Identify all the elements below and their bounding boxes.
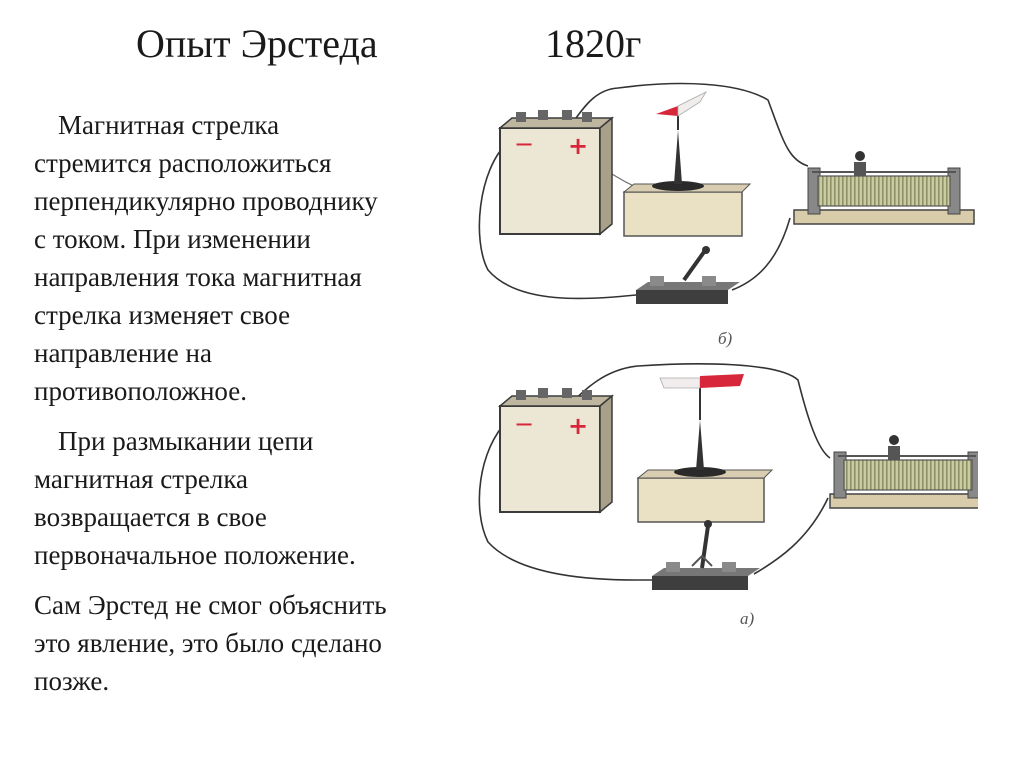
compass-needle-icon (622, 91, 752, 237)
text-line: направления тока магнитная (34, 262, 362, 292)
text-line: первоначальное положение. (34, 540, 356, 570)
text-line: позже. (34, 666, 110, 696)
figure-caption-bottom: а) (740, 609, 755, 628)
paragraph-1: Магнитная стрелка стремится расположитьс… (34, 106, 484, 410)
figure-caption-top: б) (718, 329, 733, 348)
text-line: Магнитная стрелка (58, 110, 280, 140)
text-line: это явление, это было сделано (34, 628, 382, 658)
text-line: возвращается в свое (34, 502, 267, 532)
battery-plus-label: + (568, 132, 588, 160)
paragraph-3: Сам Эрстед не смог объяснить это явление… (34, 586, 484, 700)
slide-year: 1820г (545, 21, 642, 66)
battery-minus-label: − (514, 410, 534, 438)
text-line: с током. При изменении (34, 224, 311, 254)
battery-icon: − + (497, 110, 615, 236)
circuit-diagram-bottom: − + (478, 363, 978, 628)
battery-minus-label: − (514, 130, 534, 158)
text-block: Магнитная стрелка стремится расположитьс… (34, 106, 484, 712)
text-line: стрелка изменяет свое (34, 300, 291, 330)
text-line: перпендикулярно проводнику (34, 186, 378, 216)
rheostat-icon (829, 435, 978, 509)
circuit-diagram-top: − + (478, 82, 975, 348)
text-line: магнитная стрелка (34, 464, 249, 494)
text-line: стремится расположиться (34, 148, 332, 178)
slide-title: Опыт Эрстеда (136, 21, 378, 66)
paragraph-2: При размыкании цепи магнитная стрелка во… (34, 422, 484, 574)
text-line: направление на (34, 338, 212, 368)
switch-open-icon (652, 520, 760, 590)
text-line: противоположное. (34, 376, 247, 406)
text-line: Сам Эрстед не смог объяснить (34, 590, 387, 620)
oersted-experiment-figure: − + (478, 80, 978, 640)
rheostat-icon (793, 151, 975, 225)
compass-needle-icon (636, 374, 774, 523)
switch-closed-icon (636, 246, 740, 304)
battery-icon: − + (497, 388, 615, 514)
text-line: При размыкании цепи (58, 426, 314, 456)
battery-plus-label: + (568, 412, 588, 440)
